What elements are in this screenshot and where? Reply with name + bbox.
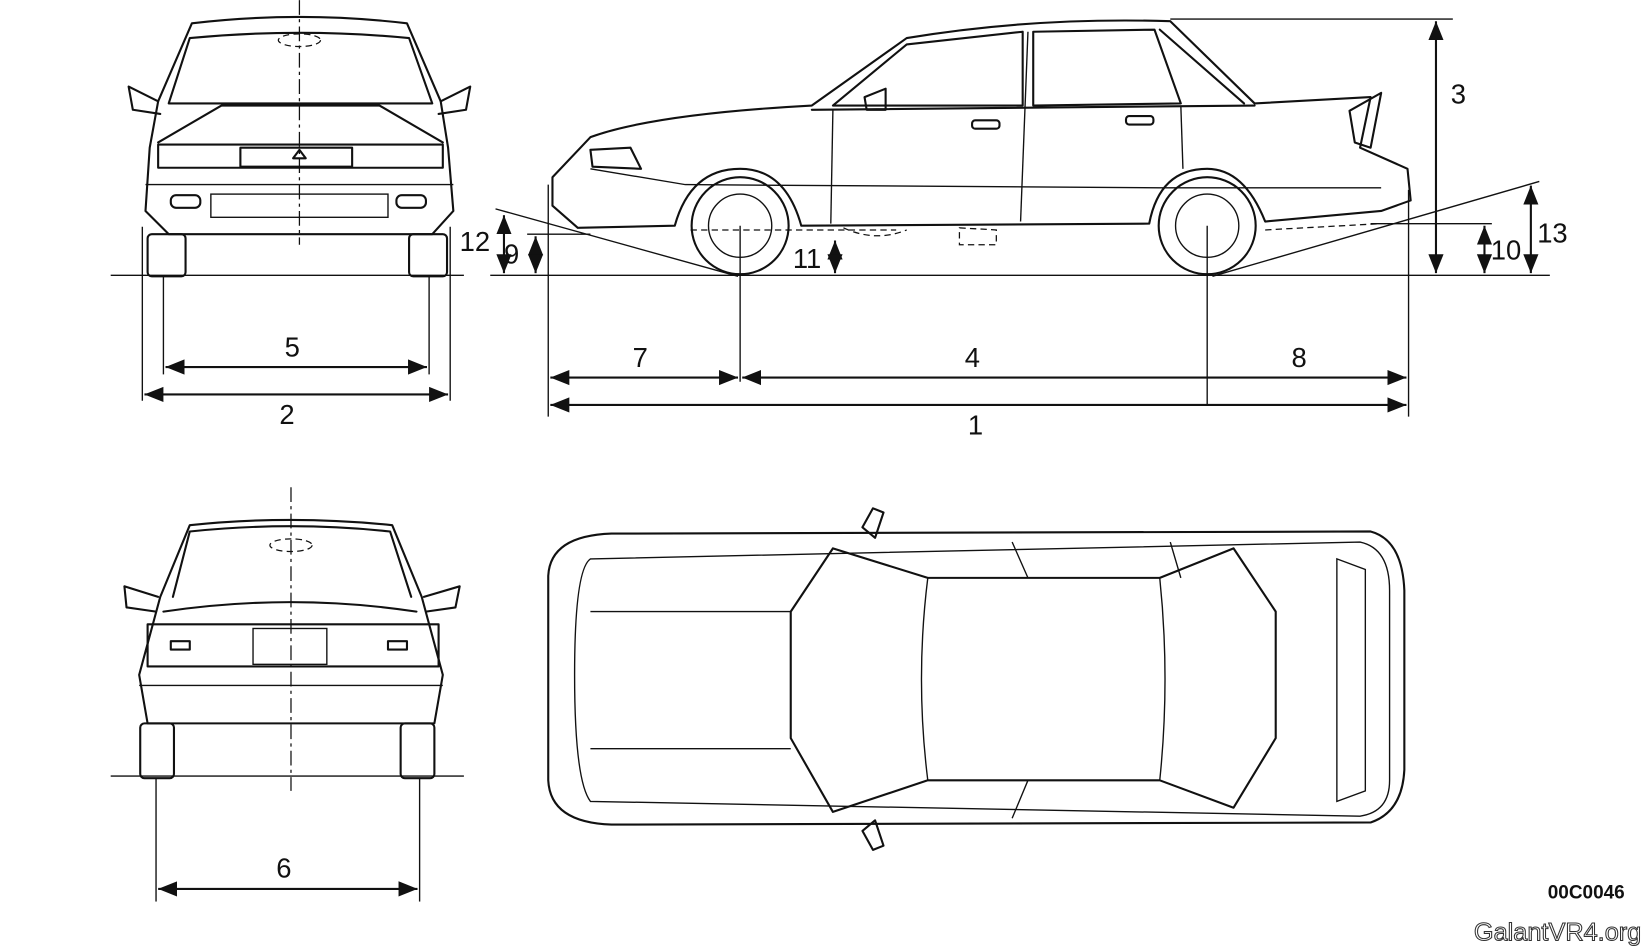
dimension-label-1: 1 bbox=[968, 409, 983, 440]
dimension-label-10: 10 bbox=[1491, 234, 1521, 265]
dimension-label-3: 3 bbox=[1451, 78, 1466, 109]
watermark: GalantVR4.org bbox=[1474, 919, 1641, 947]
top-view bbox=[547, 507, 1406, 851]
dimension-label-5: 5 bbox=[285, 331, 300, 362]
dimension-label-8: 8 bbox=[1292, 342, 1307, 373]
front-view bbox=[110, 0, 472, 278]
dimension-label-13: 13 bbox=[1537, 218, 1567, 249]
side-view bbox=[490, 19, 1550, 276]
dimension-label-11: 11 bbox=[793, 243, 821, 274]
drawing-code: 00C0046 bbox=[1548, 882, 1625, 903]
dimension-label-6: 6 bbox=[276, 852, 291, 883]
dimension-label-9: 9 bbox=[504, 239, 519, 270]
dimension-label-12: 12 bbox=[460, 226, 490, 257]
dimension-label-2: 2 bbox=[279, 399, 294, 430]
rear-view: 6 bbox=[110, 487, 464, 902]
front-dimensions: 5 2 bbox=[141, 226, 451, 430]
dimension-label-4: 4 bbox=[965, 342, 980, 373]
side-dimensions: 3 7 4 8 1 12 9 11 10 13 bbox=[460, 18, 1568, 440]
dimension-label-7: 7 bbox=[633, 342, 648, 373]
